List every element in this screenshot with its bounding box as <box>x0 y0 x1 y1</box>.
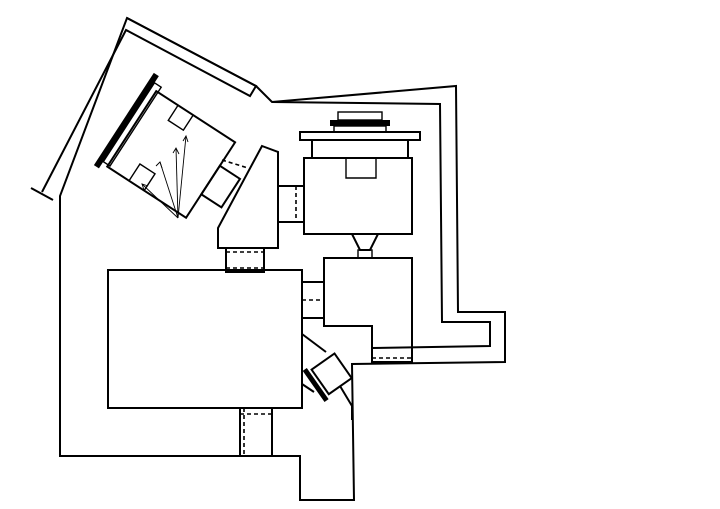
upper-right-machine-top <box>337 111 383 121</box>
connector-hopper-machine <box>277 185 305 223</box>
valve-link <box>301 333 327 353</box>
lower-right-machine <box>323 257 413 363</box>
tilted-machine-notch-bottom <box>128 163 156 191</box>
tilted-machine-neck <box>199 164 242 209</box>
upper-right-machine-flange <box>299 131 421 141</box>
cone-joint-collar <box>357 249 373 259</box>
tilted-machine-body <box>105 89 237 220</box>
valve-plate <box>302 368 329 403</box>
upper-right-machine-notch <box>345 158 377 179</box>
hopper-outlet <box>225 247 265 273</box>
upper-left-wing <box>41 17 258 193</box>
tilted-machine-flange <box>102 81 163 167</box>
upper-right-machine-ring <box>333 125 387 133</box>
inner-right-wall <box>271 101 491 349</box>
valve-outlet <box>339 385 353 420</box>
cone-joint <box>351 233 379 251</box>
link-dash <box>221 159 249 169</box>
upper-right-machine <box>303 157 413 235</box>
tilted-machine <box>93 72 242 220</box>
upper-left-wing-end <box>30 187 54 201</box>
main-block <box>107 269 303 409</box>
tilted-machine-notch-top <box>167 104 194 132</box>
arrow-fan <box>141 134 189 219</box>
valve-link-lower <box>301 383 315 393</box>
bottom-connector <box>239 407 273 457</box>
outer-wall <box>59 16 506 501</box>
upper-right-machine-cap <box>311 139 409 159</box>
valve-unit <box>302 352 354 403</box>
upper-right-machine-plate <box>330 120 390 126</box>
tilted-machine-plate <box>93 72 159 169</box>
